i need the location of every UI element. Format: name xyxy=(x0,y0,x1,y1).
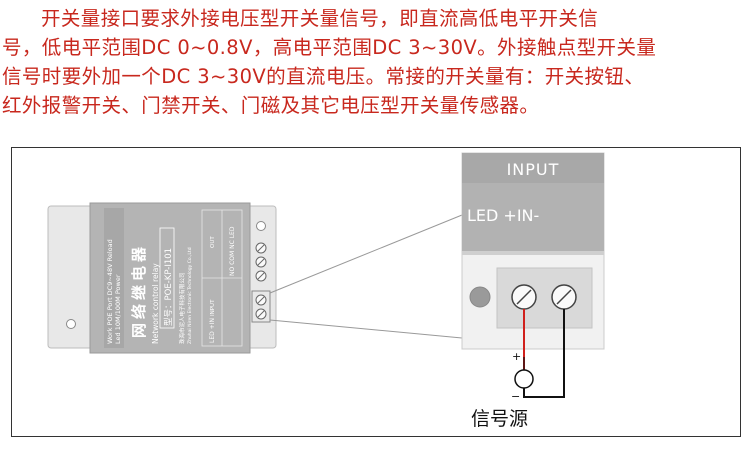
zoom-header-text: INPUT xyxy=(507,160,560,179)
device-title: 网络继电器 xyxy=(130,243,148,338)
section-label-input: INPUT xyxy=(210,299,216,316)
device-left-strip xyxy=(104,208,124,348)
device-left-label-2: Led 10M/100M Power xyxy=(114,274,122,344)
terminal-label-in: LED +IN xyxy=(209,318,216,343)
callout-line-bottom xyxy=(269,319,463,339)
zoom-label-area xyxy=(462,183,604,251)
paragraph-line: 信号时要外加一个DC 3~30V的直流电压。常接的开关量有：开关按钮、 xyxy=(2,65,645,88)
zoom-terminal-block xyxy=(496,267,593,329)
intro-paragraph: 开关量接口要求外接电压型开关量信号，即直流高低电平开关信 号，低电平范围DC 0… xyxy=(2,4,746,120)
paragraph-line: 开关量接口要求外接电压型开关量信号，即直流高低电平开关信 xyxy=(41,7,599,30)
wiring-diagram: Work POE Port DC9~48V Reload Led 10M/100… xyxy=(47,152,605,403)
zoom-terminal-screws xyxy=(511,284,577,310)
mount-hole-right-top xyxy=(256,221,266,231)
device-terminals xyxy=(255,242,267,320)
signal-source-symbol xyxy=(514,369,534,389)
led-indicator xyxy=(469,286,491,308)
device-left-label-1: Work POE Port DC9~48V Reload xyxy=(106,239,114,344)
callout-line-top xyxy=(269,214,463,294)
mount-hole-left xyxy=(66,319,76,329)
minus-sign: − xyxy=(511,390,520,403)
wiring-figure: Work POE Port DC9~48V Reload Led 10M/100… xyxy=(11,147,741,437)
zoom-label-text: LED +IN- xyxy=(467,206,539,225)
zoom-header xyxy=(462,153,604,183)
wire-negative xyxy=(523,309,565,398)
signal-source-caption: 信号源 xyxy=(471,408,529,430)
device-subtitle: Network control relay xyxy=(151,263,160,344)
terminal-label-out: NO COM NC LED xyxy=(229,226,236,276)
paragraph-line: 号，低电平范围DC 0~0.8V，高电平范围DC 3~30V。外接触点型开关量 xyxy=(2,36,657,59)
paragraph-line: 红外报警开关、门禁开关、门磁及其它电压型开关量传感器。 xyxy=(2,94,540,117)
device-company-en: Zhuhai Niren Electronic Technology Co.,L… xyxy=(187,247,193,344)
plus-sign: + xyxy=(512,350,521,363)
device-company: 珠海市泥人电子科技有限公司 xyxy=(178,272,186,344)
highlight-box xyxy=(251,290,271,323)
section-label-out: OUT xyxy=(210,236,216,248)
device-model: 型号：POE-KP-I101 xyxy=(164,248,174,326)
